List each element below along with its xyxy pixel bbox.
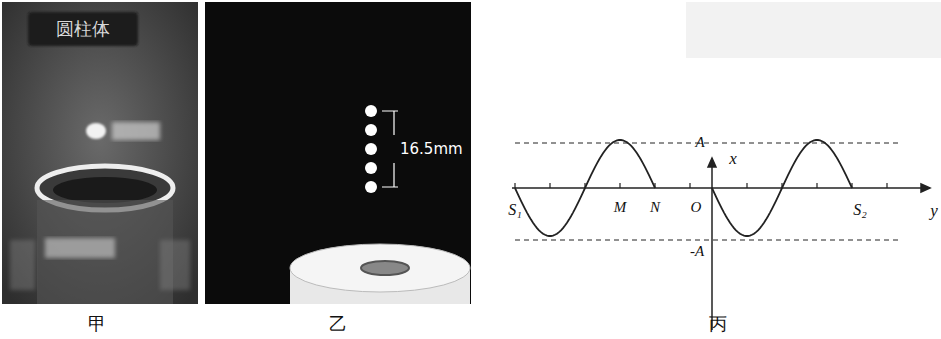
- amplitude-label: A: [695, 135, 704, 150]
- wave-graph: [512, 140, 930, 330]
- photo-jia: [2, 2, 198, 304]
- axis-label: y: [930, 202, 938, 219]
- panel-label: 乙: [329, 315, 347, 333]
- source-label: S₁: [508, 202, 522, 218]
- photo-yi: [205, 2, 471, 304]
- dimension: 16.5mm: [400, 142, 463, 157]
- axis-label: x: [729, 150, 737, 167]
- amplitude-label: -A: [690, 244, 704, 259]
- pale-patch: [686, 2, 941, 58]
- origin-label: O: [691, 200, 702, 215]
- source-label: S₂: [853, 202, 867, 218]
- panel-label: 甲: [88, 315, 106, 333]
- point-label: M: [614, 200, 627, 215]
- point-label: N: [650, 200, 660, 215]
- panel-label: 丙: [709, 315, 727, 333]
- photo-label: 圆柱体: [56, 20, 110, 38]
